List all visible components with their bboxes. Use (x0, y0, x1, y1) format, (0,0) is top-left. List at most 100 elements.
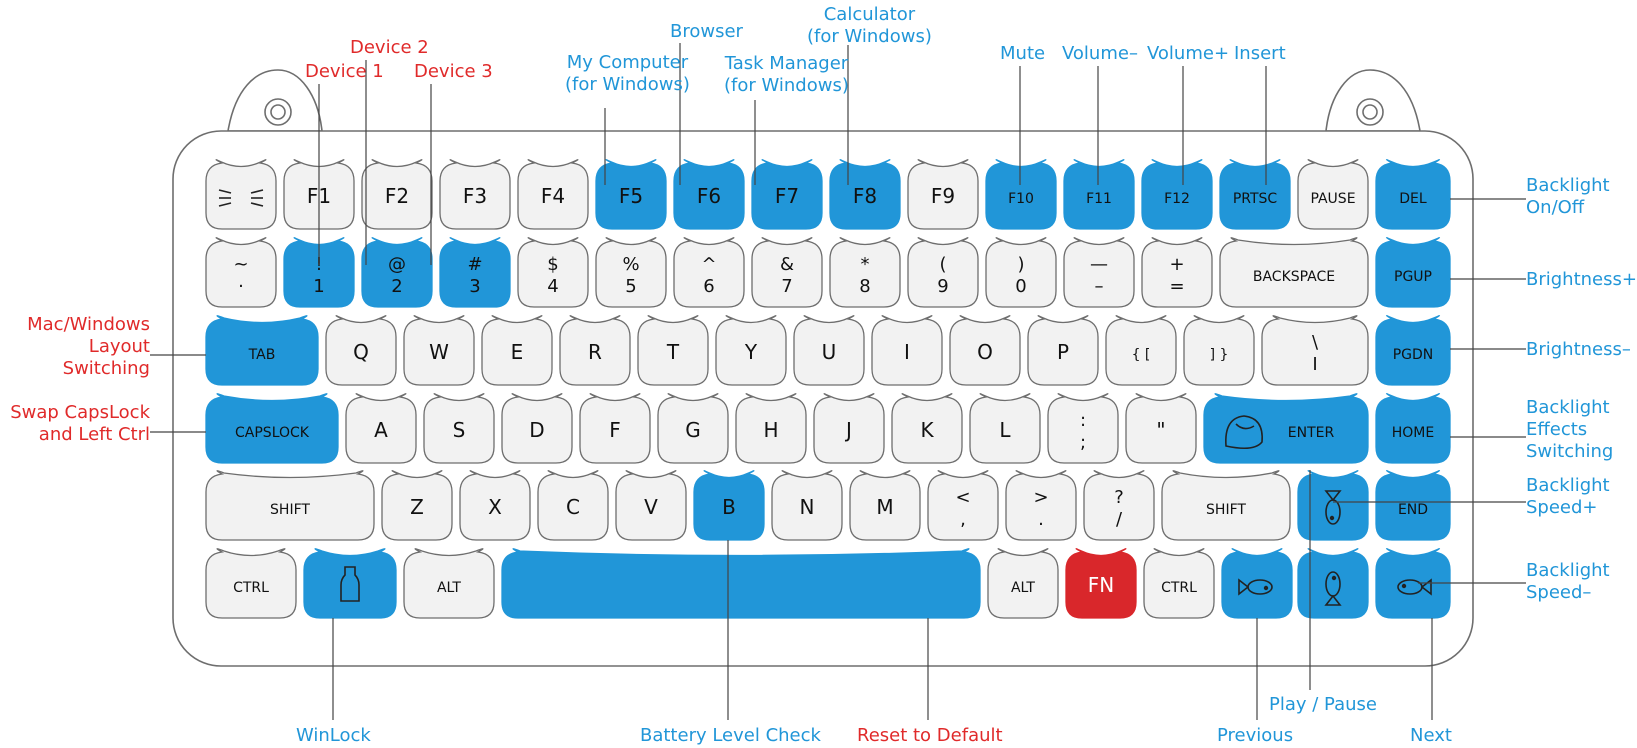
key-pause-label: PAUSE (1310, 191, 1355, 207)
key-capslock-label: CAPSLOCK (235, 425, 310, 441)
key-pipe-cap (1261, 315, 1369, 386)
key-f3-label: F3 (463, 184, 487, 208)
key-f10-label: F10 (1008, 191, 1034, 207)
callout-calculator: Calculator (for Windows) (807, 4, 932, 48)
fish-eye (1263, 585, 1269, 591)
key-c-cap (537, 470, 609, 541)
fish-tail (1238, 578, 1250, 596)
key-k9-cap (907, 237, 979, 308)
key-tab-label: TAB (248, 347, 276, 363)
key-r-cap (559, 315, 631, 386)
key-fn: FN (1065, 548, 1137, 619)
key-space (501, 548, 981, 619)
key-comma: <, (927, 470, 999, 541)
callout-my-computer: My Computer (for Windows) (565, 52, 690, 96)
callout-winlock: WinLock (296, 725, 371, 746)
key-p: P (1027, 315, 1099, 386)
key-up-cap (1297, 470, 1369, 541)
key-f11-cap (1063, 159, 1135, 230)
key-cat-cap (205, 159, 277, 230)
key-f4: F4 (517, 159, 589, 230)
key-tilde-bottom-label: · (238, 276, 244, 297)
key-down (1297, 548, 1369, 619)
key-tab: TAB (205, 315, 319, 386)
key-pgup-label: PGUP (1394, 269, 1432, 285)
key-x: X (459, 470, 531, 541)
key-u-cap (793, 315, 865, 386)
key-i-label: I (904, 340, 910, 364)
callout-backlight-speed-up-line2: Speed+ (1526, 497, 1598, 518)
key-g-label: G (685, 418, 701, 442)
key-k9-bottom-label: 9 (937, 276, 948, 297)
callout-backlight-speed-up-line1: Backlight (1526, 475, 1610, 496)
cat-curl (1235, 423, 1255, 430)
key-quote: " (1125, 393, 1197, 464)
key-c: C (537, 470, 609, 541)
key-b-label: B (722, 495, 736, 519)
callout-play-pause: Play / Pause (1269, 694, 1377, 715)
key-up (1297, 470, 1369, 541)
key-lctrl-cap (205, 548, 297, 619)
fish-eye (1401, 583, 1407, 589)
key-tilde-top-label: ~ (233, 254, 248, 275)
key-lshift-label: SHIFT (270, 502, 310, 518)
callout-swap-capslock-line2: and Left Ctrl (38, 424, 150, 445)
callout-task-manager-line1: Task Manager (724, 53, 849, 74)
whisker-stroke (218, 202, 232, 207)
key-f9-label: F9 (931, 184, 955, 208)
callout-browser: Browser (670, 21, 743, 42)
key-k6: ^6 (673, 237, 745, 308)
right-ear-knob-inner (1362, 104, 1378, 120)
callout-backlight-effects: Backlight Effects Switching (1526, 397, 1613, 463)
key-f6: F6 (673, 159, 745, 230)
callout-lines (150, 43, 1526, 720)
key-del-label: DEL (1399, 191, 1427, 207)
key-w-cap (403, 315, 475, 386)
key-l-cap (969, 393, 1041, 464)
key-x-cap (459, 470, 531, 541)
sleeping-cat-icon (1225, 415, 1263, 450)
key-pipe-top-label: \ (1312, 332, 1319, 353)
key-k3-top-label: # (467, 254, 482, 275)
key-k0-top-label: ) (1017, 254, 1024, 275)
callout-mac-windows-line2: Layout (88, 336, 150, 357)
key-lshift: SHIFT (205, 470, 375, 541)
key-f-label: F (609, 418, 621, 442)
key-f7-cap (751, 159, 823, 230)
key-ralt-label: ALT (1011, 580, 1035, 596)
key-plus-top-label: + (1169, 254, 1184, 275)
key-f11-label: F11 (1086, 191, 1112, 207)
key-t-cap (637, 315, 709, 386)
key-f-cap (579, 393, 651, 464)
key-k0: )0 (985, 237, 1057, 308)
key-win (303, 548, 397, 619)
key-capslock-cap (205, 393, 339, 464)
key-enter-label: ENTER (1288, 425, 1335, 441)
key-i-cap (871, 315, 943, 386)
key-quote-label: " (1156, 418, 1165, 442)
key-f10: F10 (985, 159, 1057, 230)
key-d-cap (501, 393, 573, 464)
key-z-label: Z (410, 495, 424, 519)
key-del: DEL (1375, 159, 1451, 230)
key-rctrl: CTRL (1143, 548, 1215, 619)
callout-volume-up: Volume+ (1147, 43, 1230, 64)
callout-mac-windows-line3: Switching (62, 358, 150, 379)
key-k0-bottom-label: 0 (1015, 276, 1026, 297)
key-m-label: M (876, 495, 893, 519)
key-minus-top-label: — (1090, 254, 1108, 275)
key-prtsc-cap (1219, 159, 1291, 230)
key-o-cap (949, 315, 1021, 386)
key-p-cap (1027, 315, 1099, 386)
callout-next: Next (1410, 725, 1452, 746)
key-t-label: T (666, 340, 680, 364)
key-plus-cap (1141, 237, 1213, 308)
key-lalt: ALT (403, 548, 495, 619)
fish-up-icon (1324, 490, 1342, 525)
key-y-cap (715, 315, 787, 386)
key-home: HOME (1375, 393, 1451, 464)
key-s-cap (423, 393, 495, 464)
key-quote-cap (1125, 393, 1197, 464)
key-right-cap (1375, 548, 1451, 619)
key-m: M (849, 470, 921, 541)
